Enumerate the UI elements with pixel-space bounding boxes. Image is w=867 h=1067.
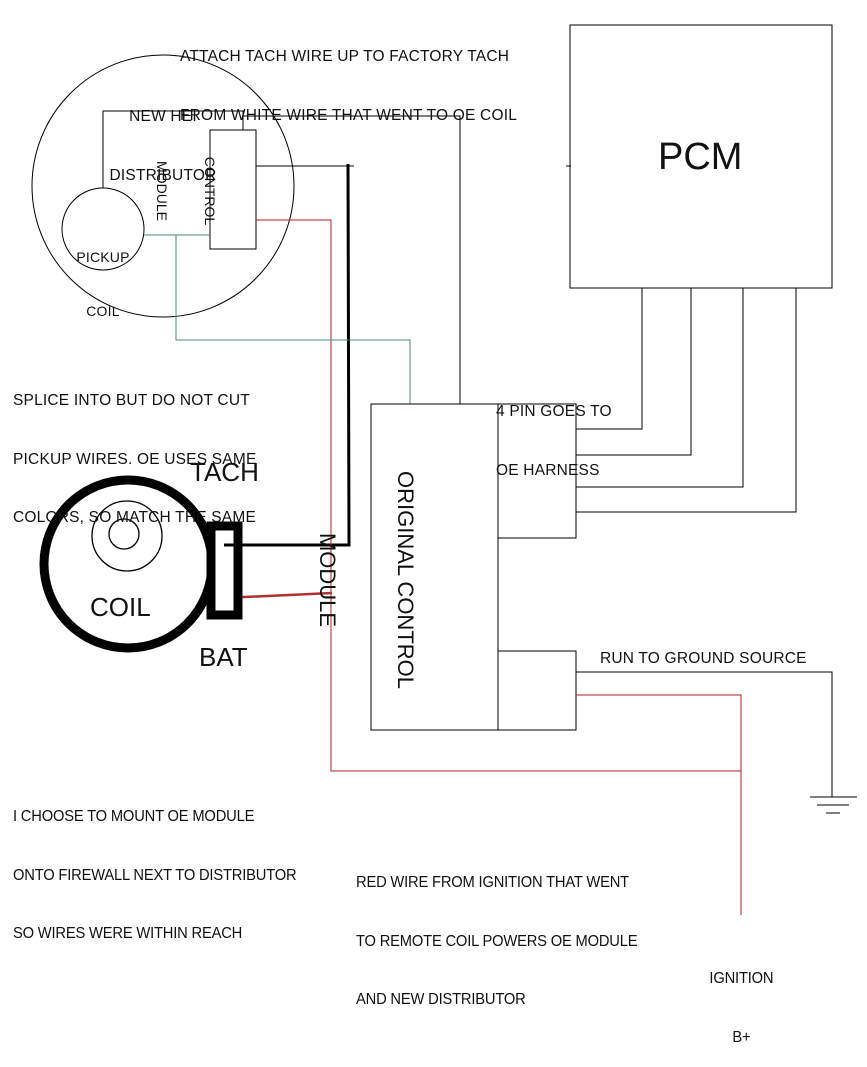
label-line: B+ (732, 1028, 751, 1046)
note-line: ATTACH TACH WIRE UP TO FACTORY TACH (180, 48, 510, 65)
ground-icon (810, 796, 857, 814)
label-line: MODULE (154, 161, 170, 221)
note-line: OE HARNESS (496, 461, 600, 479)
harness-wire-4 (576, 288, 797, 513)
original-module-label: ORIGINAL CONTROL MODULE (315, 460, 470, 700)
tach-instruction-note: ATTACH TACH WIRE UP TO FACTORY TACH FROM… (180, 8, 517, 145)
note-line: COLORS, SO MATCH THE SAME (13, 509, 256, 526)
splice-note: SPLICE INTO BUT DO NOT CUT PICKUP WIRES.… (13, 352, 257, 547)
ignition-label: IGNITION B+ (700, 930, 783, 1067)
coil-label: COIL (90, 592, 151, 622)
note-line: I CHOOSE TO MOUNT OE MODULE (13, 808, 255, 825)
bat-label: BAT (199, 642, 248, 672)
label-line: NEW HEI (129, 108, 197, 125)
coil-terminal-block (206, 521, 243, 620)
label-line: PICKUP (76, 249, 130, 265)
note-line: ONTO FIREWALL NEXT TO DISTRIBUTOR (13, 866, 297, 884)
coil-center (108, 518, 140, 550)
note-line: PICKUP WIRES. OE USES SAME (13, 450, 257, 468)
wiring-diagram (31, 24, 857, 915)
label-line: COIL (86, 303, 120, 319)
note-line: FROM WHITE WIRE THAT WENT TO OE COIL (180, 106, 518, 124)
tach-label: TACH (190, 457, 259, 487)
note-line: TO REMOTE COIL POWERS OE MODULE (356, 932, 638, 950)
wire-red-power (576, 694, 742, 915)
wire-green-splice (175, 235, 411, 404)
note-line: AND NEW DISTRIBUTOR (356, 991, 526, 1008)
distributor-housing (31, 54, 295, 318)
note-line: SPLICE INTO BUT DO NOT CUT (13, 392, 250, 409)
label-line: ORIGINAL CONTROL (393, 471, 418, 689)
ground-note: RUN TO GROUND SOURCE (600, 650, 807, 667)
label-line: IGNITION (709, 970, 774, 987)
four-pin-note: 4 PIN GOES TO OE HARNESS (496, 363, 612, 500)
harness-wire-1 (576, 288, 643, 430)
control-module-label: CONTROL MODULE (154, 131, 250, 251)
red-wire-note: RED WIRE FROM IGNITION THAT WENT TO REMO… (356, 834, 638, 1029)
hei-control-module (209, 129, 257, 250)
harness-wire-3 (576, 288, 744, 488)
label-line: DISTRIBUTOR (109, 166, 217, 184)
note-line: 4 PIN GOES TO (496, 403, 612, 420)
coil-inner-ring (91, 500, 163, 572)
harness-wire-2 (576, 288, 692, 456)
wire-module-to-oe (243, 115, 461, 404)
pcm-box (569, 24, 833, 289)
wire-tach-thick (226, 163, 351, 547)
wire-ground (576, 671, 833, 797)
pickup-coil-label: PICKUP COIL (68, 212, 138, 338)
original-control-module (370, 403, 499, 731)
wire-red-module (256, 219, 741, 772)
note-line: SO WIRES WERE WITHIN REACH (13, 925, 243, 942)
label-line: CONTROL (202, 156, 218, 226)
mount-note: I CHOOSE TO MOUNT OE MODULE ONTO FIREWAL… (13, 768, 297, 963)
pcm-label: PCM (658, 136, 743, 178)
two-pin-connector (497, 650, 577, 731)
wire-pickup-to-module (102, 110, 244, 188)
note-line: RED WIRE FROM IGNITION THAT WENT (356, 874, 629, 891)
label-line: MODULE (315, 532, 340, 628)
distributor-label: NEW HEI DISTRIBUTOR (100, 68, 226, 205)
four-pin-connector (497, 403, 577, 539)
